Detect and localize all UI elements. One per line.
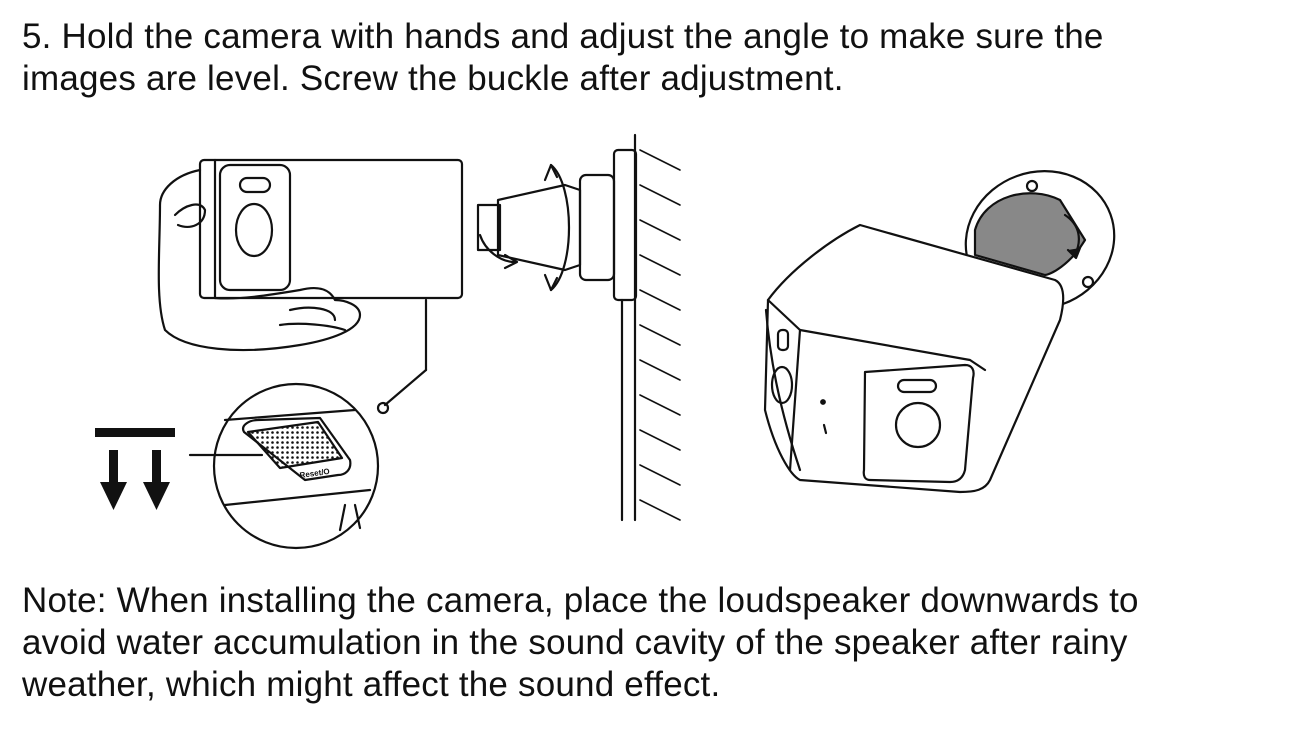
speaker-inset: Reset/O	[188, 382, 380, 550]
downward-arrows-icon	[95, 428, 175, 510]
hand	[157, 168, 362, 352]
note-line-2: avoid water accumulation in the sound ca…	[22, 623, 1128, 662]
step-line-2: images are level. Screw the buckle after…	[22, 59, 844, 98]
note-line-1: Note: When installing the camera, place …	[22, 581, 1139, 620]
wall-mount	[476, 148, 638, 302]
step-instruction: 5. Hold the camera with hands and adjust…	[22, 16, 1104, 100]
wall	[620, 133, 681, 522]
note-text: Note: When installing the camera, place …	[22, 580, 1139, 706]
camera-side-view	[198, 158, 464, 415]
step-line-1: 5. Hold the camera with hands and adjust…	[22, 17, 1104, 56]
note-line-3: weather, which might affect the sound ef…	[22, 665, 721, 704]
camera-angled-view	[763, 170, 1116, 494]
reset-label: Reset/O	[299, 467, 330, 480]
